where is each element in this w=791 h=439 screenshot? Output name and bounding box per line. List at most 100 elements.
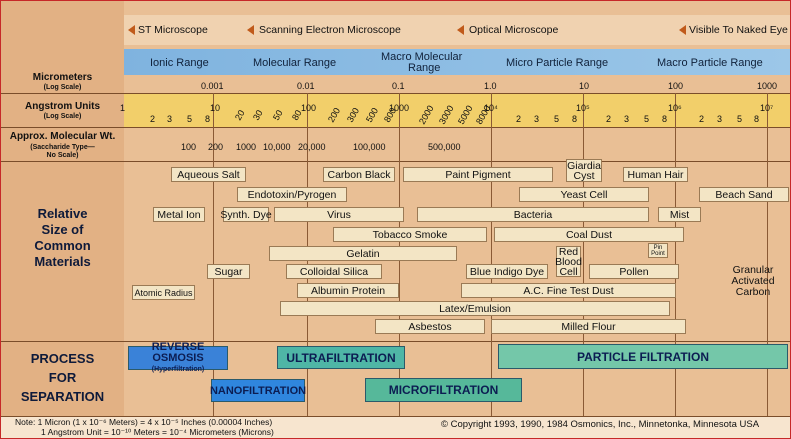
ionic-range: Ionic Range — [150, 57, 209, 69]
gridline — [213, 93, 214, 416]
process-title: PROCESS FOR SEPARATION — [1, 349, 124, 406]
pin-line-2: Point — [651, 250, 665, 257]
footer-copyright: © Copyright 1993, 1990, 1984 Osmonics, I… — [441, 419, 760, 430]
angstrom-tick: 10⁶ — [668, 103, 682, 113]
micrometers-scale-label: (Log Scale) — [43, 84, 82, 91]
process-particle-filtration: PARTICLE FILTRATION — [498, 344, 788, 369]
material-blue-indigo-dye: Blue Indigo Dye — [466, 264, 548, 279]
mol-wt-sub-label-1: (Saccharide Type— — [30, 144, 95, 151]
micrometer-tick: 0.1 — [392, 81, 405, 91]
material-latex-emulsion: Latex/Emulsion — [280, 301, 670, 316]
optical-microscope-label: Optical Microscope — [469, 24, 559, 36]
sem-arrow-icon — [247, 25, 254, 35]
st-microscope-label: ST Microscope — [138, 24, 208, 36]
granular-line-3: Carbon — [735, 286, 771, 298]
angstrom-tick: 10⁴ — [484, 103, 498, 113]
micrometer-tick: 1.0 — [484, 81, 497, 91]
micrometer-tick: 0.001 — [201, 81, 224, 91]
material-pin-point: Pin Point — [648, 243, 668, 258]
material-paint-pigment: Paint Pigment — [403, 167, 553, 182]
angstrom-minor-tick: 2 — [606, 114, 612, 124]
micrometer-tick: 0.01 — [297, 81, 315, 91]
mol-wt-label: Approx. Molecular Wt. — [9, 131, 116, 142]
material-gelatin: Gelatin — [269, 246, 457, 261]
naked-eye-label: Visible To Naked Eye — [689, 24, 788, 36]
sem-label: Scanning Electron Microscope — [259, 24, 401, 36]
angstrom-scale-label: (Log Scale) — [43, 113, 82, 120]
material-red-blood-cell: Red Blood Cell — [555, 245, 582, 277]
process-line-1: PROCESS — [30, 351, 95, 366]
angstrom-label: Angstrom Units — [25, 101, 100, 112]
material-synth-dye: Synth. Dye — [220, 207, 272, 222]
separator — [1, 127, 790, 128]
angstrom-minor-tick: 3 — [167, 114, 173, 124]
material-bacteria: Bacteria — [417, 207, 649, 222]
angstrom-minor-tick: 3 — [717, 114, 723, 124]
material-virus: Virus — [274, 207, 404, 222]
st-arrow-icon — [128, 25, 135, 35]
angstrom-tick: 100 — [301, 103, 317, 113]
angstrom-minor-tick: 3 — [624, 114, 630, 124]
angstrom-minor-tick: 8 — [572, 114, 578, 124]
mol-wt-value: 100 — [181, 142, 197, 152]
angstrom-minor-tick: 8 — [754, 114, 760, 124]
optical-arrow-icon — [457, 25, 464, 35]
angstrom-minor-tick: 5 — [554, 114, 560, 124]
material-human-hair: Human Hair — [623, 167, 688, 182]
process-nanofiltration: NANOFILTRATION — [210, 379, 306, 402]
angstrom-tick: 1000 — [389, 103, 410, 113]
giardia-line-2: Cyst — [573, 169, 595, 182]
process-line-2: FOR — [48, 370, 77, 385]
material-atomic-radius: Atomic Radius — [132, 285, 195, 300]
footer-note-1: Note: 1 Micron (1 x 10⁻⁶ Meters) = 4 x 1… — [15, 417, 273, 427]
mol-wt-value: 500,000 — [428, 142, 461, 152]
angstrom-tick: 1 — [120, 103, 126, 113]
material-yeast-cell: Yeast Cell — [519, 187, 649, 202]
material-beach-sand: Beach Sand — [699, 187, 789, 202]
mol-wt-value: 10,000 — [263, 142, 291, 152]
material-granular-activated-carbon: Granular Activated Carbon — [715, 264, 790, 298]
macro-particle-range: Macro Particle Range — [657, 57, 763, 69]
macro-molecular-range-1: Macro Molecular — [381, 51, 463, 63]
ro-label: REVERSE OSMOSIS — [151, 340, 205, 364]
material-carbon-black: Carbon Black — [323, 167, 395, 182]
gridline — [491, 93, 492, 416]
material-colloidal-silica: Colloidal Silica — [286, 264, 382, 279]
angstrom-minor-tick: 2 — [699, 114, 705, 124]
footer-note-2: 1 Angstrom Unit = 10⁻¹⁰ Meters = 10⁻⁴ Mi… — [41, 427, 274, 437]
pin-line-1: Pin — [653, 244, 663, 251]
material-coal-dust: Coal Dust — [494, 227, 684, 242]
material-sugar: Sugar — [207, 264, 250, 279]
material-ac-fine-test-dust: A.C. Fine Test Dust — [461, 283, 676, 298]
angstrom-minor-tick: 2 — [516, 114, 522, 124]
process-reverse-osmosis: REVERSE OSMOSIS (Hyperfiltration) — [128, 341, 228, 373]
red-line-1: Red — [558, 245, 579, 258]
micro-particle-range: Micro Particle Range — [506, 57, 609, 69]
gridline — [583, 93, 584, 416]
left-label-column — [1, 1, 124, 416]
angstrom-band — [124, 93, 790, 127]
mol-wt-value: 20,000 — [298, 142, 326, 152]
mol-wt-value: 200 — [208, 142, 224, 152]
separator — [1, 93, 790, 94]
material-milled-flour: Milled Flour — [491, 319, 686, 334]
relative-size-line-2: Size of — [41, 222, 84, 237]
macro-molecular-range-2: Range — [408, 62, 441, 74]
relative-size-line-1: Relative — [37, 206, 88, 221]
angstrom-tick: 10 — [210, 103, 221, 113]
molecular-range: Molecular Range — [253, 57, 337, 69]
mol-wt-sub-label-2: No Scale) — [46, 152, 79, 159]
angstrom-minor-tick: 8 — [205, 114, 211, 124]
angstrom-minor-tick: 8 — [662, 114, 668, 124]
material-albumin-protein: Albumin Protein — [297, 283, 399, 298]
material-mist: Mist — [658, 207, 701, 222]
naked-eye-arrow-icon — [679, 25, 686, 35]
mol-wt-value: 1000 — [236, 142, 257, 152]
granular-line-2: Activated — [731, 275, 775, 287]
separator — [1, 161, 790, 162]
footer — [1, 416, 790, 438]
granular-line-1: Granular — [732, 264, 774, 276]
process-ultrafiltration: ULTRAFILTRATION — [277, 346, 405, 369]
material-pollen: Pollen — [589, 264, 679, 279]
